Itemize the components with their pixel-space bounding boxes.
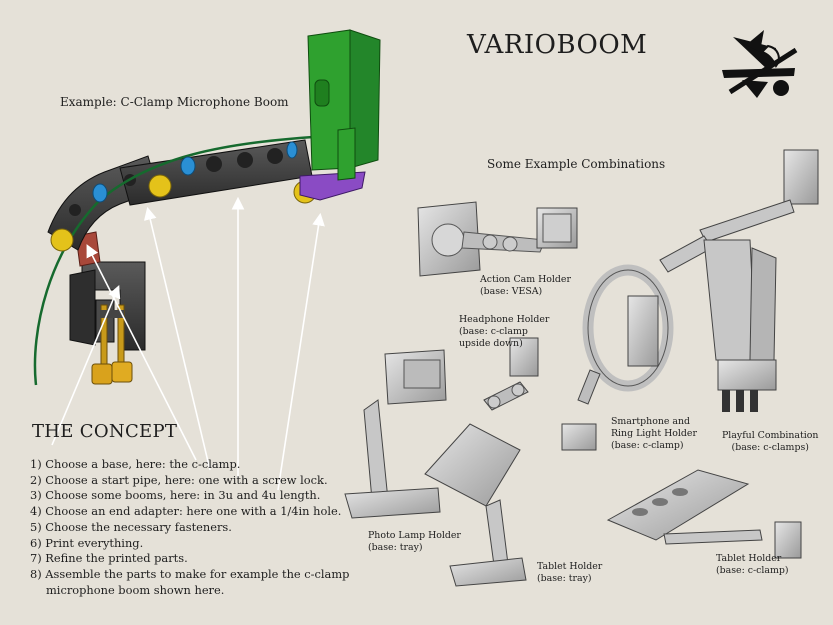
action-cam-holder-illustration bbox=[417, 201, 578, 277]
example-caption: Example: C-Clamp Microphone Boom bbox=[60, 95, 289, 109]
concept-step: 7) Refine the printed parts. bbox=[30, 551, 188, 566]
tablet-tray-holder-illustration bbox=[424, 423, 527, 587]
concept-step: 1) Choose a base, here: the c-clamp. bbox=[30, 457, 241, 471]
vario-logo-icon bbox=[722, 30, 798, 98]
concept-step: 4) Choose an end adapter: here one with … bbox=[30, 504, 342, 519]
concept-step: 6) Print everything. bbox=[30, 535, 144, 550]
combinations-caption: Some Example Combinations bbox=[487, 157, 666, 171]
concept-steps: 1) Choose a base, here: the c-clamp. 2) … bbox=[30, 457, 349, 598]
concept-step-continuation: microphone boom shown here. bbox=[46, 582, 225, 597]
action-cam-label: Action Cam Holder(base: VESA) bbox=[480, 274, 571, 298]
tablet-clamp-label: Tablet Holder(base: c-clamp) bbox=[716, 553, 789, 577]
page-title: VARIOBOOM bbox=[467, 30, 648, 60]
ring-light-holder-illustration bbox=[561, 264, 674, 451]
photo-lamp-label: Photo Lamp Holder(base: tray) bbox=[368, 530, 461, 554]
tablet-tray-label: Tablet Holder(base: tray) bbox=[537, 561, 603, 585]
concept-heading: THE CONCEPT bbox=[32, 421, 178, 442]
playful-label: Playful Combination(base: c-clamps) bbox=[722, 430, 819, 454]
tablet-clamp-holder-illustration bbox=[606, 469, 802, 559]
photo-lamp-holder-illustration bbox=[344, 349, 447, 519]
callout-arrows bbox=[51, 196, 325, 491]
c-clamp-microphone-boom bbox=[33, 29, 381, 491]
headphone-holder-illustration bbox=[483, 337, 539, 411]
c-clamp-base bbox=[69, 261, 146, 385]
blue-rings bbox=[92, 141, 298, 203]
concept-step: 5) Choose the necessary fasteners. bbox=[30, 519, 232, 534]
concept-step: 8) Assemble the parts to make for exampl… bbox=[30, 566, 350, 581]
concept-step: 2) Choose a start pipe, here: one with a… bbox=[30, 472, 328, 487]
concept-step: 3) Choose some booms, here: in 3u and 4u… bbox=[30, 488, 321, 503]
green-phone-mount bbox=[307, 29, 381, 181]
playful-combination-illustration bbox=[659, 149, 819, 412]
